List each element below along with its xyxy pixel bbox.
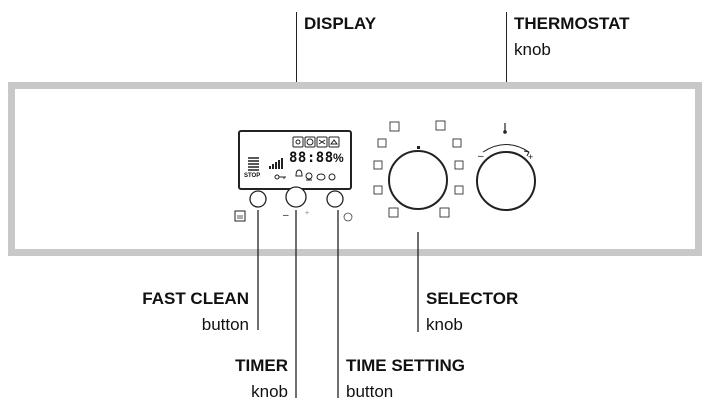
thermostat-minus: – bbox=[478, 151, 484, 162]
selector-icon-4 bbox=[388, 207, 399, 218]
display-callout-line bbox=[296, 12, 298, 110]
thermostat-knob[interactable] bbox=[476, 151, 536, 211]
oven-mode-icon-2 bbox=[304, 136, 316, 148]
display-icons bbox=[248, 136, 340, 181]
oven-mode-icon-4 bbox=[328, 136, 340, 148]
selector-icon-9 bbox=[439, 207, 450, 218]
time-setting-label: TIME SETTING bbox=[346, 356, 465, 375]
selector-function-icons bbox=[373, 120, 464, 218]
control-panel bbox=[8, 82, 702, 256]
fast-clean-icon bbox=[234, 210, 246, 222]
timer-minus: – bbox=[283, 210, 289, 221]
oven-mode-icon-1 bbox=[292, 136, 304, 148]
selector-indicator bbox=[417, 146, 420, 149]
oven-mode-icon-3 bbox=[316, 136, 328, 148]
selector-icon-grill bbox=[389, 121, 400, 132]
display-label: DISPLAY bbox=[304, 14, 377, 33]
thermostat-callout-line bbox=[506, 12, 508, 110]
timer-label: TIMER bbox=[235, 356, 288, 375]
selector-label: SELECTOR bbox=[426, 289, 519, 308]
clock-icon bbox=[343, 212, 353, 222]
timer-sublabel: knob bbox=[251, 382, 288, 401]
display-stop: STOP bbox=[244, 173, 261, 179]
fast-clean-sublabel: button bbox=[201, 315, 249, 334]
selector-sublabel: knob bbox=[426, 315, 463, 334]
selector-icon-1 bbox=[377, 138, 387, 148]
thermostat-arc bbox=[482, 144, 530, 153]
selector-knob[interactable] bbox=[388, 150, 448, 210]
selector-icon-7 bbox=[454, 160, 464, 170]
timer-knob[interactable] bbox=[285, 186, 307, 208]
selector-icon-3 bbox=[373, 185, 383, 195]
selector-icon-6 bbox=[452, 138, 462, 148]
thermostat-label: THERMOSTAT bbox=[514, 14, 630, 33]
fast-clean-label: FAST CLEAN bbox=[142, 289, 249, 308]
time-setting-sublabel: button bbox=[346, 382, 394, 401]
display-time-readout: 88:88 bbox=[289, 150, 334, 166]
timer-plus: + bbox=[305, 210, 310, 217]
time-setting-button[interactable] bbox=[326, 190, 344, 208]
thermostat-sublabel: knob bbox=[514, 40, 551, 59]
selector-icon-5 bbox=[435, 120, 446, 131]
fast-clean-button[interactable] bbox=[249, 190, 267, 208]
selector-icon-2 bbox=[373, 160, 383, 170]
selector-icon-8 bbox=[454, 185, 464, 195]
display-percent: % bbox=[333, 151, 344, 165]
thermostat-plus: + bbox=[528, 152, 534, 162]
